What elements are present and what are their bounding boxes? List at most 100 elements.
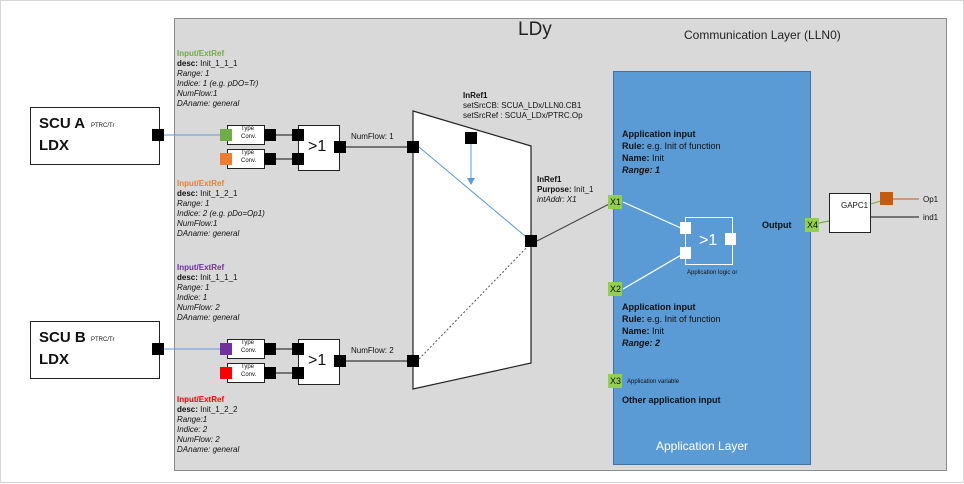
scu-b-title: SCU B xyxy=(39,329,86,346)
type-conv-3-label-2: Conv. xyxy=(241,348,257,354)
port-x1-label: X1 xyxy=(610,197,622,207)
or-gate-2 xyxy=(298,339,340,385)
gapc-op1-label: Op1 xyxy=(923,195,939,204)
scu-b-box xyxy=(30,321,160,379)
extref-1-numflow: NumFlow:1 xyxy=(177,89,218,98)
extref-1-daname: DAname: general xyxy=(177,99,240,108)
scu-b-sub: PTRC/Tr xyxy=(91,337,115,343)
wire-x2-or xyxy=(622,253,684,290)
mux-select-line-1 xyxy=(418,146,532,242)
type-conv-2-color xyxy=(220,153,232,165)
inref-setsrccb: setSrcCB: SCUA_LDx/LLN0.CB1 xyxy=(463,101,582,110)
type-conv-4-label-1: Type xyxy=(241,364,255,370)
app-input-1-rule: Rule: e.g. Init of function xyxy=(622,141,721,151)
extref-2-range: Range: 1 xyxy=(177,199,210,208)
port-x2-label: X2 xyxy=(610,284,622,294)
type-conv-1-color xyxy=(220,129,232,141)
type-conv-1-label-2: Conv. xyxy=(241,134,257,140)
mux-select-line-2 xyxy=(418,242,532,360)
gapc1-box xyxy=(829,193,871,233)
or-gate-1-label: >1 xyxy=(308,138,327,155)
mux-out-port xyxy=(525,235,537,247)
inref-setsrcref: setSrcRef : SCUA_LDx/PTRC.Op xyxy=(463,111,583,120)
port-x3-label: X3 xyxy=(610,376,622,386)
extref-3-desc: desc: Init_1_1_1 xyxy=(177,273,238,282)
mux-in-1-port xyxy=(407,141,419,153)
scu-b-ldx: LDX xyxy=(39,351,69,368)
extref-2-daname: DAname: general xyxy=(177,229,240,238)
app-or-in-2 xyxy=(680,247,691,259)
type-conv-4-color xyxy=(220,367,232,379)
app-logic-or-label: >1 xyxy=(699,232,718,249)
extref-1-title: Input/ExtRef xyxy=(177,49,225,58)
app-input-2-range: Range: 2 xyxy=(622,338,661,348)
type-conv-3-label-1: Type xyxy=(241,340,255,346)
extref-4-numflow: NumFlow: 2 xyxy=(177,435,220,444)
or-gate-2-in-2 xyxy=(292,367,304,379)
port-x2 xyxy=(608,282,622,296)
type-conv-2-label-1: Type xyxy=(241,150,255,156)
port-x1 xyxy=(608,195,622,209)
output-label: Output xyxy=(762,220,792,230)
extref-4-range: Range:1 xyxy=(177,415,208,424)
extref-2-title: Input/ExtRef xyxy=(177,179,225,188)
or-gate-1-in-2 xyxy=(292,153,304,165)
extref-1-range: Range: 1 xyxy=(177,69,210,78)
app-input-2-title: Application input xyxy=(622,302,696,312)
scu-a-ldx: LDX xyxy=(39,137,69,154)
wire-x1-or xyxy=(622,201,684,230)
wire-mux-x1 xyxy=(536,201,614,242)
type-conv-3-color xyxy=(220,343,232,355)
mux-select-port xyxy=(465,132,477,144)
extref-3-title: Input/ExtRef xyxy=(177,263,225,272)
type-conv-4-label-2: Conv. xyxy=(241,372,257,378)
wire-x4-gapc xyxy=(818,220,830,224)
extref-4-daname: DAname: general xyxy=(177,445,240,454)
logical-device-ldy xyxy=(174,18,947,471)
app-input-1-name: Name: Init xyxy=(622,153,665,163)
extref-4-title: Input/ExtRef xyxy=(177,395,225,404)
or-gate-2-in-1 xyxy=(292,343,304,355)
type-conv-2-label-2: Conv. xyxy=(241,158,257,164)
extref-2-numflow: NumFlow:1 xyxy=(177,219,218,228)
gapc-ind1-label: ind1 xyxy=(923,213,939,222)
gapc1-out-op1 xyxy=(880,192,893,205)
mux-in-2-port xyxy=(407,355,419,367)
conv-3-out-port xyxy=(264,343,276,355)
numflow-1-label: NumFlow: 1 xyxy=(351,132,394,141)
port-x3 xyxy=(608,374,622,388)
app-input-2-rule: Rule: e.g. Init of function xyxy=(622,314,721,324)
app-input-2-name: Name: Init xyxy=(622,326,665,336)
inref-arrow-head xyxy=(467,178,475,185)
scu-a-title: SCU A xyxy=(39,115,86,132)
conv-1-out-port xyxy=(264,129,276,141)
extref-3-daname: DAname: general xyxy=(177,313,240,322)
type-conv-1-label-1: Type xyxy=(241,126,255,132)
or-gate-2-out xyxy=(334,355,346,367)
app-input-1-title: Application input xyxy=(622,129,696,139)
extref-4-indice: Indice: 2 xyxy=(177,425,208,434)
app-or-in-1 xyxy=(680,222,691,234)
scu-a-port xyxy=(152,129,164,141)
or-gate-1-in-1 xyxy=(292,129,304,141)
inref-purpose: Purpose: Init_1 xyxy=(537,185,594,194)
extref-3-numflow: NumFlow: 2 xyxy=(177,303,220,312)
scu-a-sub: PTRC/Tr xyxy=(91,123,115,129)
extref-2-desc: desc: Init_1_2_1 xyxy=(177,189,238,198)
app-variable-label: Application variable xyxy=(627,379,680,385)
or-gate-2-label: >1 xyxy=(308,352,327,369)
extref-2-indice: Indice: 2 (e.g. pDo=Op1) xyxy=(177,209,265,218)
scu-a-box xyxy=(30,107,160,165)
other-app-input-label: Other application input xyxy=(622,395,721,405)
extref-3-range: Range: 1 xyxy=(177,283,210,292)
gapc1-label: GAPC1 xyxy=(841,201,869,210)
multiplexer-block xyxy=(412,110,532,390)
logical-device-title: LDy xyxy=(518,19,552,40)
inref-top-title: InRef1 xyxy=(463,91,488,100)
app-or-out xyxy=(725,233,736,245)
communication-layer-label: Communication Layer (LLN0) xyxy=(684,28,841,42)
or-gate-1-out xyxy=(334,141,346,153)
numflow-2-label: NumFlow: 2 xyxy=(351,346,394,355)
